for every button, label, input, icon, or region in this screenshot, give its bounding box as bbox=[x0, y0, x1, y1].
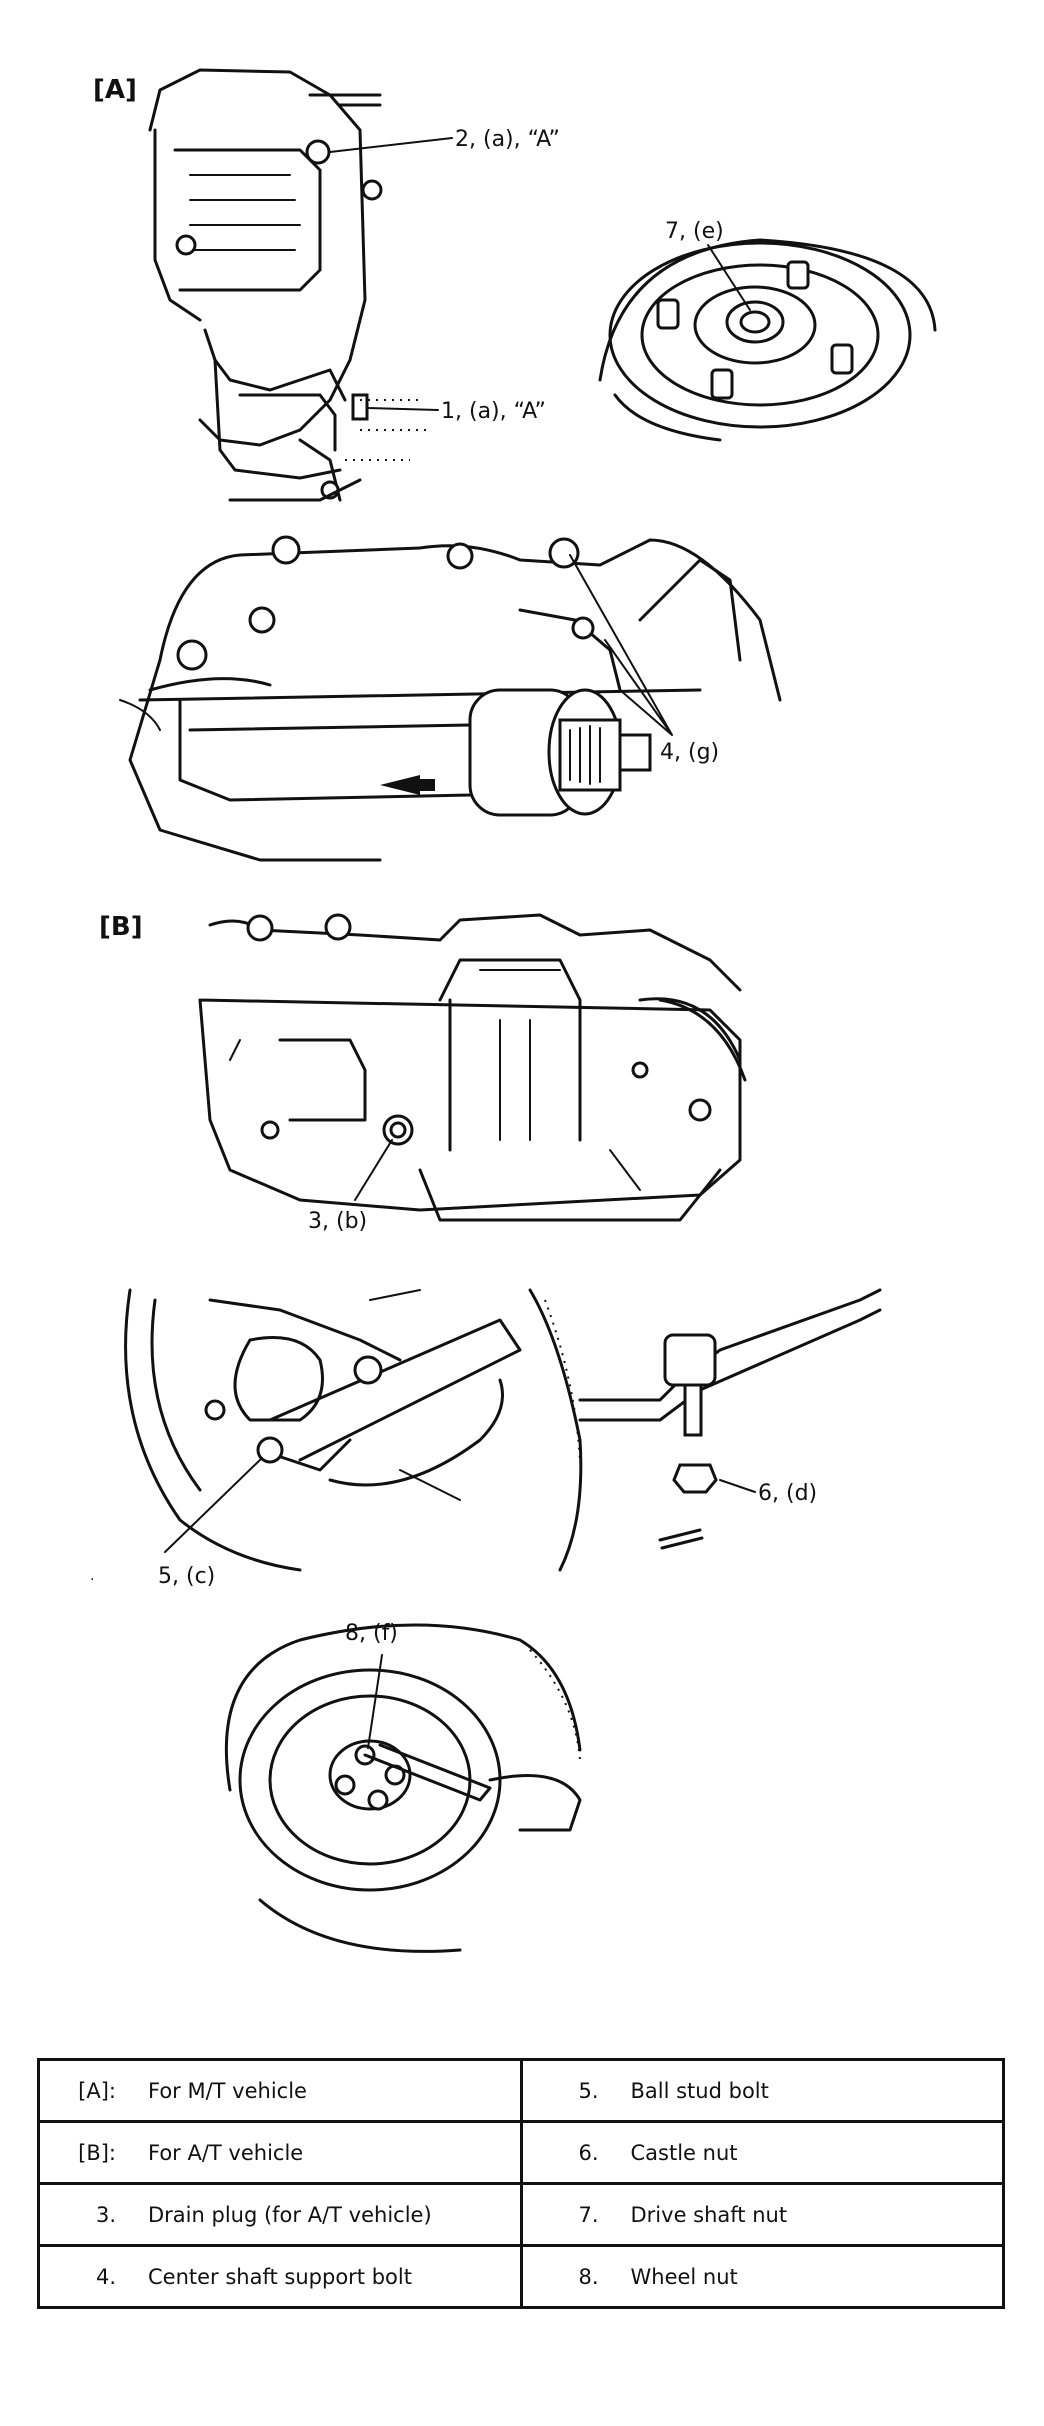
legend-code: 8. bbox=[578, 2264, 599, 2289]
legend-row: 4. Center shaft support bolt 8. Wheel nu… bbox=[37, 2244, 1005, 2309]
legend-description: Drive shaft nut bbox=[630, 2202, 788, 2227]
section-a-label: [A] bbox=[93, 75, 137, 105]
legend-code: 6. bbox=[578, 2140, 599, 2165]
leader-1 bbox=[366, 407, 439, 411]
callout-6: 6, (d) bbox=[758, 1481, 817, 1506]
callout-2: 2, (a), “A” bbox=[455, 127, 560, 152]
callout-3: 3, (b) bbox=[308, 1209, 367, 1234]
leader-2 bbox=[329, 137, 453, 153]
legend-code: 5. bbox=[578, 2078, 599, 2103]
lower-arm-drawing bbox=[124, 1288, 522, 1572]
legend-description: Drain plug (for A/T vehicle) bbox=[148, 2202, 432, 2227]
leader-6 bbox=[719, 1479, 756, 1493]
legend-code: [A]: bbox=[78, 2078, 116, 2103]
legend-row: [B]: For A/T vehicle 6. Castle nut bbox=[37, 2120, 1005, 2185]
legend-description: Center shaft support bolt bbox=[148, 2264, 412, 2289]
mt-transmission-drawing bbox=[148, 68, 430, 502]
leader-4 bbox=[569, 554, 673, 736]
leader-5 bbox=[164, 1457, 263, 1553]
legend-description: Ball stud bolt bbox=[630, 2078, 769, 2103]
callout-4: 4, (g) bbox=[660, 740, 719, 765]
legend-description: Castle nut bbox=[630, 2140, 738, 2165]
callout-7: 7, (e) bbox=[665, 219, 724, 244]
callout-8: 8, (f) bbox=[345, 1621, 398, 1646]
leader-7 bbox=[707, 244, 751, 311]
legend-description: Wheel nut bbox=[630, 2264, 738, 2289]
center-shaft-drawing bbox=[119, 535, 782, 862]
section-b-label: [B] bbox=[99, 912, 143, 942]
legend-row: 3. Drain plug (for A/T vehicle) 7. Drive… bbox=[37, 2182, 1005, 2247]
legend-code: 4. bbox=[95, 2264, 116, 2289]
legend-row: [A]: For M/T vehicle 5. Ball stud bolt bbox=[37, 2058, 1005, 2123]
legend-code: 7. bbox=[578, 2202, 599, 2227]
stray-dot: . bbox=[90, 1568, 94, 1584]
wheel-drawing bbox=[224, 1623, 582, 1953]
leader-8 bbox=[367, 1654, 383, 1749]
callout-5: 5, (c) bbox=[158, 1564, 215, 1589]
legend-table: [A]: For M/T vehicle 5. Ball stud bolt [… bbox=[37, 2058, 1005, 2309]
leader-3 bbox=[354, 1139, 393, 1201]
callout-1: 1, (a), “A” bbox=[441, 399, 546, 424]
legend-code: [B]: bbox=[78, 2140, 116, 2165]
hub-drawing bbox=[598, 238, 937, 442]
legend-description: For A/T vehicle bbox=[148, 2140, 304, 2165]
tie-rod-drawing bbox=[528, 1288, 882, 1572]
at-transmission-drawing bbox=[198, 913, 747, 1222]
legend-code: 3. bbox=[95, 2202, 116, 2227]
legend-description: For M/T vehicle bbox=[148, 2078, 307, 2103]
service-diagram: [A] 2, (a), “A” 1, (a), “A” bbox=[90, 68, 937, 1953]
